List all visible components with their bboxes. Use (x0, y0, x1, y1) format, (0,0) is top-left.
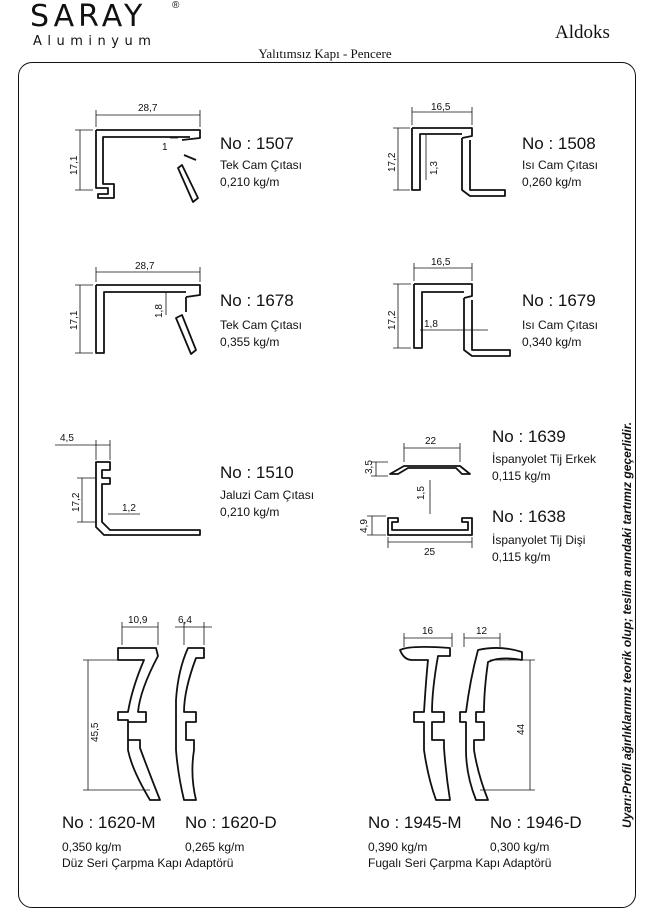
dim-1679-height: 17,2 (387, 310, 398, 330)
dim-1639-height: 3,5 (364, 460, 375, 474)
dim-1510-width: 4,5 (60, 433, 74, 444)
profile-drawing-1507: 28,7 17,1 1 (69, 103, 201, 203)
adapter-1620-m-number: No : 1620-M (62, 813, 156, 832)
dim-1510-height: 17,2 (71, 492, 82, 512)
adapter-1620-d-weight: 0,265 kg/m (185, 840, 245, 854)
dim-1510-thickness: 1,2 (122, 503, 136, 514)
dim-1678-width: 28,7 (135, 261, 155, 272)
dim-1507-height: 17,1 (69, 155, 80, 175)
profile-weight: 0,210 kg/m (220, 505, 280, 519)
dim-1638-height: 4,9 (359, 519, 370, 533)
profile-number: No : 1638 (492, 507, 566, 526)
profile-drawing-1639: 22 3,5 1,5 (364, 436, 471, 514)
profile-weight: 0,340 kg/m (522, 335, 582, 349)
dim-1639-width: 22 (425, 436, 437, 447)
profile-name: Tek Cam Çıtası (220, 158, 303, 172)
profile-number: No : 1639 (492, 427, 566, 446)
adapter-1945-m-number: No : 1945-M (368, 813, 462, 832)
profile-drawing-1510: 4,5 17,2 1,2 (55, 433, 201, 536)
dim-1678-thickness: 1,8 (154, 304, 165, 318)
profile-drawing-1620: 10,9 6,4 45,5 (83, 615, 212, 801)
brand-subtitle: Aluminyum (33, 34, 157, 49)
dim-1679-width: 16,5 (431, 257, 451, 268)
dim-1507-thickness: 1 (162, 142, 168, 153)
brand-logo-text: SARAY (30, 0, 147, 34)
dim-1620-height: 45,5 (90, 722, 101, 742)
dim-1638-width: 25 (424, 547, 436, 558)
profile-1679-info: No : 1679 Isı Cam Çıtası 0,340 kg/m (522, 292, 598, 348)
profile-weight: 0,115 kg/m (492, 469, 551, 483)
profile-drawing-1508: 16,5 17,2 1,3 (387, 102, 506, 197)
profile-number: No : 1508 (522, 134, 596, 153)
dim-1945-m-width: 16 (422, 626, 434, 637)
profile-weight: 0,210 kg/m (220, 175, 280, 189)
adapter-1945-name: Fugalı Seri Çarpma Kapı Adaptörü (368, 856, 552, 870)
registered-mark: ® (172, 0, 180, 11)
profile-name: Isı Cam Çıtası (522, 318, 599, 332)
dim-1508-width: 16,5 (431, 102, 451, 113)
dim-1508-height: 17,2 (387, 152, 398, 172)
profile-number: No : 1679 (522, 291, 596, 310)
weight-warning-text: Uyarı:Profil ağırlıklarımız teorik olup;… (620, 421, 634, 829)
profile-number: No : 1507 (220, 134, 294, 153)
adapter-1620-d-number: No : 1620-D (185, 813, 277, 832)
profile-number: No : 1678 (220, 291, 294, 310)
profile-drawing-1945: 16 12 44 (399, 626, 535, 801)
page-frame (18, 62, 636, 908)
adapter-1946-d-weight: 0,300 kg/m (490, 840, 550, 854)
weight-warning: Uyarı:Profil ağırlıklarımız teorik olup;… (620, 370, 638, 890)
profile-drawing-1679: 16,5 17,2 1,8 (387, 257, 511, 357)
profile-1510-info: No : 1510 Jaluzi Cam Çıtası 0,210 kg/m (220, 464, 314, 518)
series-name: Aldoks (555, 22, 610, 43)
profile-name: İspanyolet Tij Erkek (492, 452, 597, 466)
profile-name: Jaluzi Cam Çıtası (220, 488, 315, 502)
profile-1638-info: No : 1638 İspanyolet Tij Dişi 0,115 kg/m (492, 508, 585, 563)
dim-1620-d-width: 6,4 (178, 615, 192, 626)
adapter-1946-d-number: No : 1946-D (490, 813, 582, 832)
document-title: Yalıtımsız Kapı - Pencere (258, 46, 392, 61)
dim-1508-thickness: 1,3 (429, 161, 440, 175)
profile-weight: 0,115 kg/m (492, 550, 551, 564)
dim-1620-m-width: 10,9 (128, 615, 148, 626)
dim-1639-thickness: 1,5 (416, 486, 427, 500)
profile-1678-info: No : 1678 Tek Cam Çıtası 0,355 kg/m (220, 292, 302, 348)
profile-weight: 0,260 kg/m (522, 175, 582, 189)
profile-1507-info: No : 1507 Tek Cam Çıtası 0,210 kg/m (220, 135, 302, 188)
profile-number: No : 1510 (220, 463, 294, 482)
profile-name: Isı Cam Çıtası (522, 158, 599, 172)
dim-1678-height: 17,1 (69, 310, 80, 330)
dim-1507-width: 28,7 (138, 103, 158, 114)
adapter-1945-m-weight: 0,390 kg/m (368, 840, 428, 854)
profile-drawing-1678: 28,7 17,1 1,8 (69, 261, 201, 355)
profile-drawing-1638: 25 4,9 (359, 515, 473, 558)
dim-1946-d-width: 12 (476, 626, 488, 637)
profile-1508-info: No : 1508 Isı Cam Çıtası 0,260 kg/m (522, 135, 598, 188)
dim-1679-thickness: 1,8 (424, 319, 438, 330)
profile-1639-info: No : 1639 İspanyolet Tij Erkek 0,115 kg/… (492, 428, 596, 482)
dim-1945-height: 44 (516, 723, 527, 735)
adapter-1620-m-weight: 0,350 kg/m (62, 840, 122, 854)
profile-name: İspanyolet Tij Dişi (492, 533, 586, 547)
profile-weight: 0,355 kg/m (220, 335, 280, 349)
profile-name: Tek Cam Çıtası (220, 318, 303, 332)
adapter-1620-name: Düz Seri Çarpma Kapı Adaptörü (62, 856, 234, 870)
